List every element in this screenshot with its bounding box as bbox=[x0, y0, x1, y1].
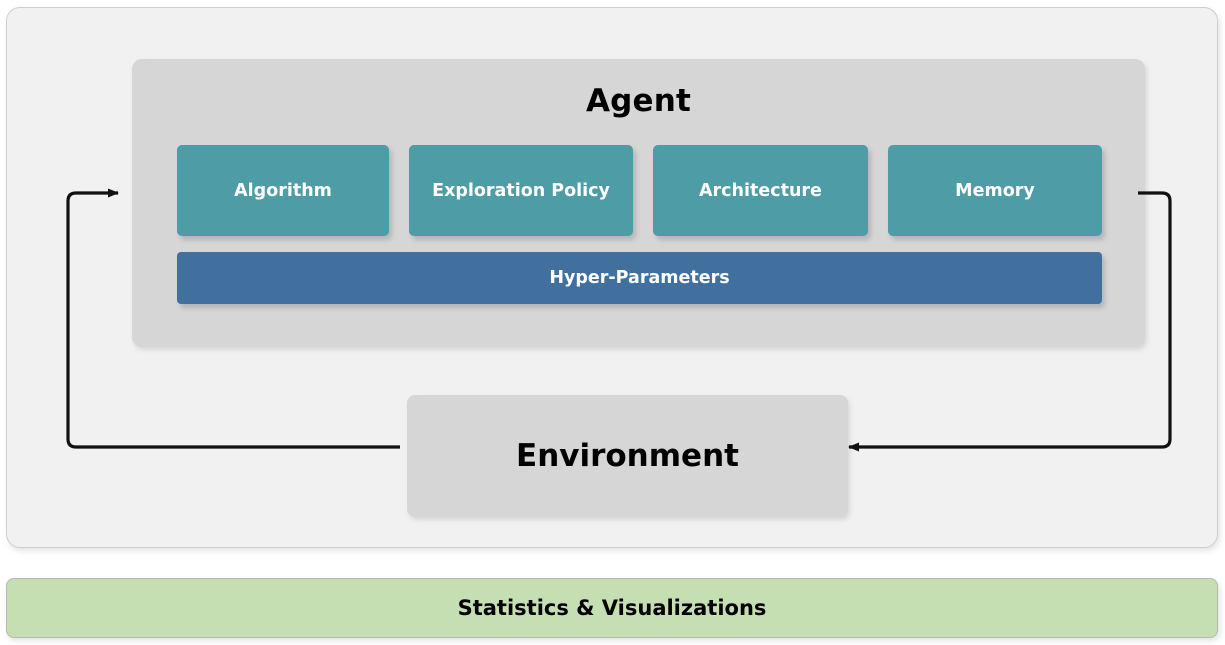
environment-label: Environment bbox=[516, 438, 739, 474]
rl-loop-panel: Agent Algorithm Exploration Policy Archi… bbox=[6, 7, 1218, 548]
environment-box[interactable]: Environment bbox=[407, 395, 848, 517]
hyper-parameters-label: Hyper-Parameters bbox=[549, 268, 730, 288]
agent-component-architecture-label: Architecture bbox=[698, 180, 822, 201]
agent-component-exploration-policy-label: Exploration Policy bbox=[432, 180, 610, 201]
agent-component-algorithm-label: Algorithm bbox=[234, 180, 332, 201]
agent-component-architecture[interactable]: Architecture bbox=[652, 145, 868, 236]
agent-component-memory[interactable]: Memory bbox=[887, 145, 1102, 236]
agent-panel: Agent Algorithm Exploration Policy Archi… bbox=[132, 59, 1145, 347]
statistics-visualizations-bar[interactable]: Statistics & Visualizations bbox=[6, 578, 1218, 638]
agent-component-exploration-policy[interactable]: Exploration Policy bbox=[409, 145, 633, 236]
hyper-parameters-bar[interactable]: Hyper-Parameters bbox=[177, 252, 1102, 304]
statistics-visualizations-label: Statistics & Visualizations bbox=[457, 596, 767, 620]
agent-component-algorithm[interactable]: Algorithm bbox=[177, 145, 390, 236]
agent-component-memory-label: Memory bbox=[955, 180, 1035, 201]
agent-component-row: Algorithm Exploration Policy Architectur… bbox=[177, 145, 1102, 236]
agent-title: Agent bbox=[585, 83, 692, 119]
